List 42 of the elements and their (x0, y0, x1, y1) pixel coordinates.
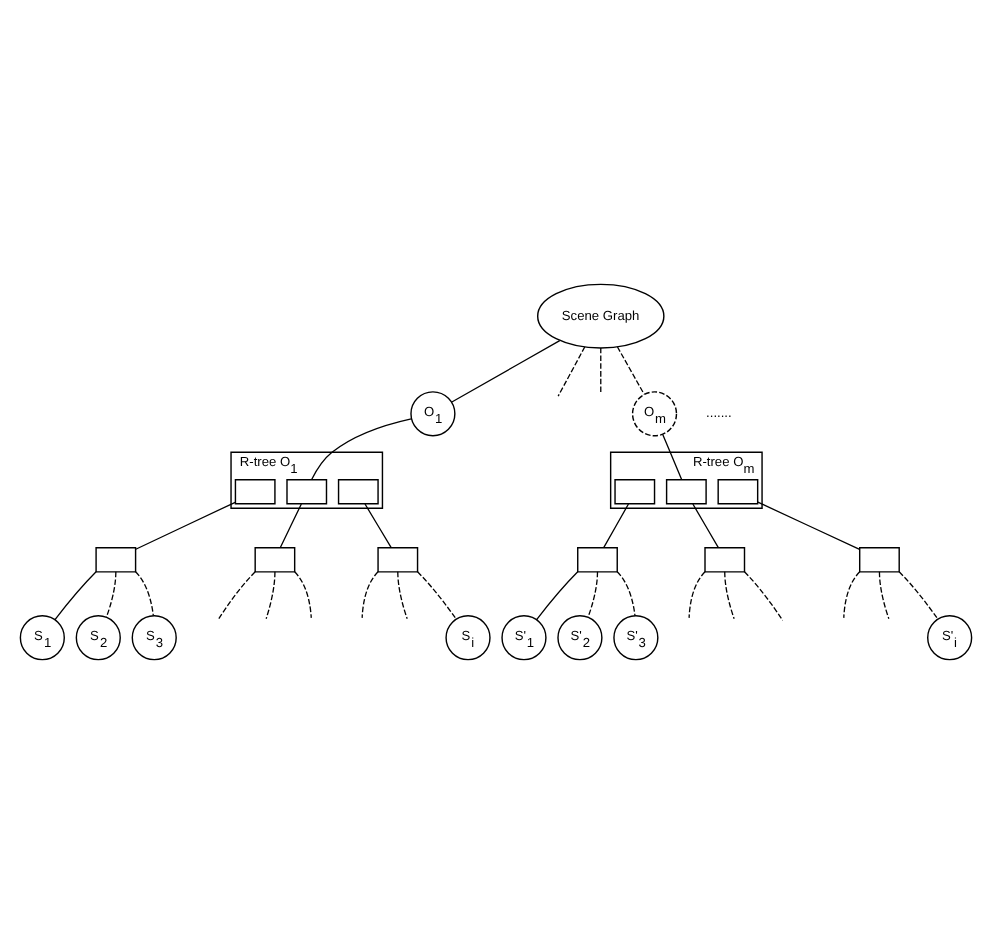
connector (587, 571, 599, 618)
node-box (254, 547, 296, 573)
connector (134, 571, 154, 617)
connector (688, 571, 706, 619)
connector (662, 433, 683, 481)
connector (265, 571, 276, 620)
connector (397, 571, 408, 620)
node-box (717, 478, 759, 505)
connector (898, 571, 939, 620)
connector (294, 571, 312, 619)
node-box (286, 478, 328, 505)
connector (311, 418, 412, 481)
connector (536, 571, 579, 621)
connector (135, 501, 236, 550)
connector (692, 503, 719, 549)
node-box (577, 547, 618, 573)
connector (878, 571, 890, 620)
connector (416, 571, 457, 620)
connector (616, 346, 645, 395)
node-box (234, 478, 276, 505)
connector (361, 571, 379, 619)
connector (603, 503, 630, 549)
node-box (704, 547, 746, 573)
node-box (614, 478, 656, 505)
connector (364, 503, 392, 549)
connector (724, 571, 735, 620)
connector (217, 571, 256, 621)
node-box (859, 547, 900, 573)
connector (557, 346, 586, 397)
connector (757, 501, 861, 551)
connector (616, 571, 636, 617)
connector (843, 571, 861, 619)
connector (279, 503, 302, 549)
connector (600, 347, 602, 395)
connector (743, 571, 784, 622)
node-box (377, 547, 419, 573)
node-box (95, 547, 137, 573)
connector (54, 571, 97, 621)
connector (105, 571, 117, 618)
node-box (665, 478, 707, 505)
node-box (337, 478, 379, 505)
connector (451, 340, 561, 403)
